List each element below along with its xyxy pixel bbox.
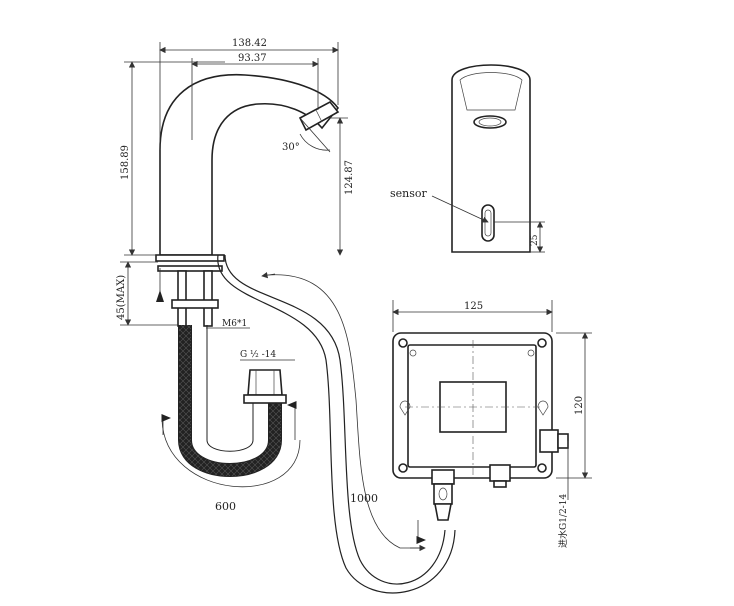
box-outlet [489,464,511,482]
dim-sensor-offset: 25 [530,234,540,246]
dim-box-width: 125 [464,301,483,312]
dim-inlet-thread: G ½ -14 [240,349,276,360]
dim-max-mount-thickness: 45(MAX) [116,275,127,320]
sensor-window [481,204,495,242]
faucet-side-view [155,73,456,594]
faucet-front-body [451,64,531,253]
faucet-front-view: sensor 25 [390,64,545,253]
dim-overall-width: 138.42 [232,38,267,49]
dim-spout-angle: 30° [282,142,300,153]
side-view-dimensions: 138.42 93.37 158.89 124.87 30° 45(MAX) M… [116,38,426,552]
dim-box-inlet: 进水G1/2-14 [557,494,569,548]
hose-inlet-nut [247,369,283,396]
dim-hose-length: 600 [215,500,236,513]
cable-connector [431,469,455,485]
dim-box-height: 120 [574,396,585,415]
dim-spout-reach: 93.37 [238,53,267,64]
box-inlet [539,429,559,453]
base-plate [155,254,225,262]
sensor-cable [224,254,446,585]
mount-washer [157,265,223,272]
dim-cable-length: 1000 [350,492,378,505]
sensor-label: sensor [390,187,428,200]
dim-mount-thread: M6*1 [222,319,247,329]
control-box: 125 120 进水G1/2-14 [392,300,592,548]
dim-overall-height: 158.89 [120,145,131,180]
faucet-body [159,73,340,256]
dim-spout-height: 124.87 [344,160,355,195]
